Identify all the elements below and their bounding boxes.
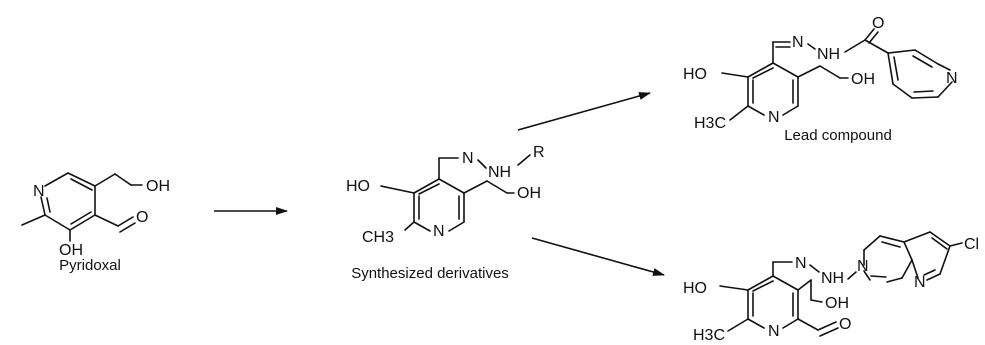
- pyridoxal-o-label: O: [136, 209, 148, 226]
- derivative-caption: Synthesized derivatives: [351, 265, 509, 282]
- pyridoxal-n-label: N: [33, 183, 45, 200]
- quinoxaline-derivative-bonds: [719, 231, 963, 337]
- derivative-ch3-label: CH3: [362, 229, 394, 246]
- derivative-nh-label: NH: [488, 164, 511, 181]
- lead-compound-structure: HO H3C N N NH O N OH Lead compound: [683, 15, 958, 144]
- derivative-ho-label: HO: [346, 178, 370, 195]
- lead-nh-label: NH: [817, 46, 840, 63]
- derivative-r-label: R: [533, 144, 545, 161]
- arrow-to-lead-compound: [517, 92, 651, 131]
- quinoxaline-derivative-nh-label: NH: [821, 270, 844, 287]
- lead-compound-bonds: [721, 28, 953, 121]
- lead-compound-caption: Lead compound: [784, 127, 892, 144]
- pyridoxal-bonds: [21, 172, 143, 242]
- lead-oh-label: OH: [851, 71, 875, 88]
- quinoxaline-derivative-oh-label: OH: [825, 295, 849, 312]
- derivative-oh-label: OH: [517, 185, 541, 202]
- quinoxaline-derivative-cl-label: Cl: [964, 236, 979, 253]
- lead-pyridine-n-label: N: [946, 70, 958, 87]
- lead-hydrazone-n-label: N: [792, 34, 804, 51]
- quinoxaline-derivative-top-n-label: N: [857, 258, 869, 275]
- quinoxaline-derivative-ho-label: HO: [683, 280, 707, 297]
- arrow-to-quinoxaline-derivative: [531, 237, 665, 276]
- derivative-bonds: [380, 154, 531, 232]
- pyridoxal-structure: N OH O OH Pyridoxal: [21, 172, 170, 274]
- derivative-structure: HO CH3 N N NH R OH Synthesized derivativ…: [346, 144, 545, 282]
- quinoxaline-derivative-bottom-n-label: N: [914, 274, 926, 291]
- pyridoxal-caption: Pyridoxal: [59, 257, 121, 274]
- lead-carbonyl-o-label: O: [872, 15, 884, 32]
- quinoxaline-derivative-o-label: O: [839, 316, 851, 333]
- quinoxaline-derivative-h3c-label: H3C: [693, 327, 725, 344]
- lead-h3c-label: H3C: [694, 115, 726, 132]
- quinoxaline-derivative-ring-n-label: N: [768, 323, 780, 340]
- derivative-hydrazine-n-label: N: [462, 150, 474, 167]
- pyridoxal-oh-label: OH: [146, 178, 170, 195]
- derivative-ring-n-label: N: [433, 223, 445, 240]
- quinoxaline-derivative-structure: HO H3C N N NH OH O N N Cl: [683, 231, 979, 344]
- quinoxaline-derivative-hydrazine-n-label: N: [795, 255, 807, 272]
- lead-ring-n-label: N: [768, 109, 780, 126]
- lead-ho-label: HO: [683, 66, 707, 83]
- pyridoxal-oh-bottom-label: OH: [59, 242, 83, 259]
